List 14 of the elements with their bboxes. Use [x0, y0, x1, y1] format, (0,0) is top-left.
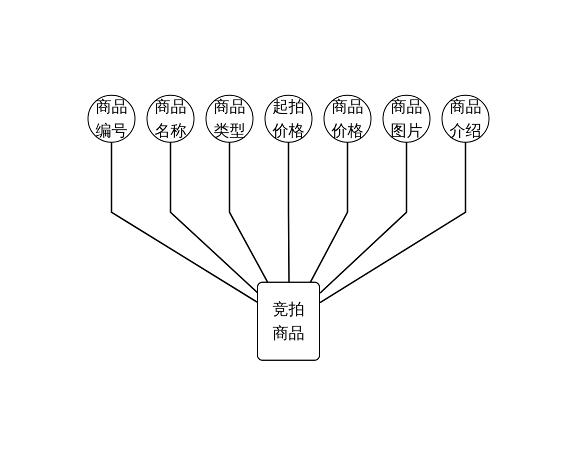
- node-circle: 商品类型: [205, 94, 253, 143]
- node-circle: 商品介绍: [441, 94, 489, 143]
- node-circle: 商品价格: [323, 94, 371, 143]
- connector: [318, 142, 407, 294]
- node-circle: 商品编号: [87, 94, 135, 143]
- connector: [169, 142, 258, 294]
- connector: [110, 142, 258, 304]
- connector: [308, 142, 348, 284]
- connector: [287, 142, 290, 283]
- connector: [319, 142, 466, 304]
- node-circle: 起拍价格: [264, 94, 312, 143]
- node-circle: 商品图片: [382, 94, 430, 143]
- connector: [228, 142, 268, 284]
- node-circle: 商品名称: [146, 94, 194, 143]
